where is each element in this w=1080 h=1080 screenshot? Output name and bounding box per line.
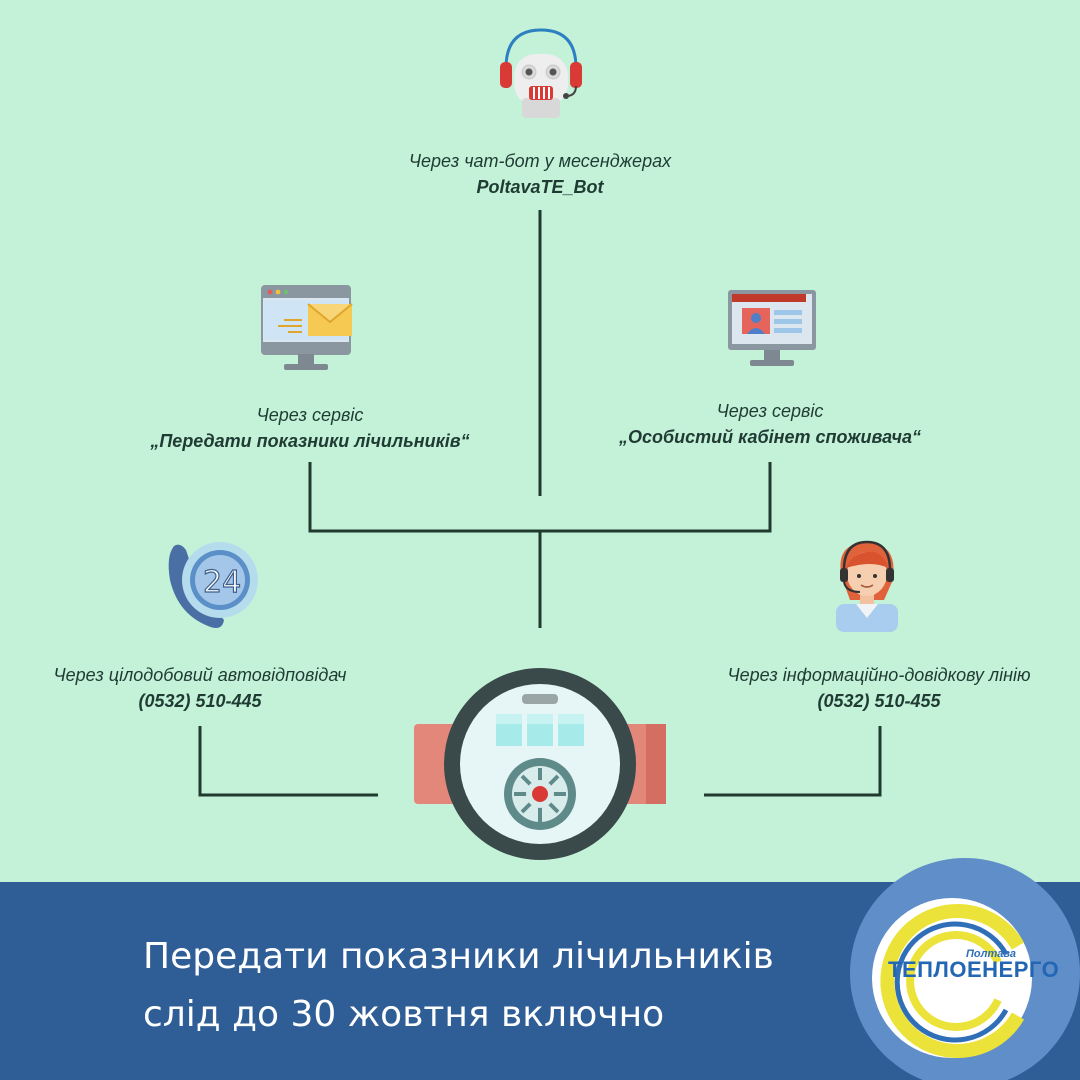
chatbot-bot-name: PoltavaTE_Bot [476, 177, 604, 197]
meter-service-name: „Передати показники лічильників“ [150, 431, 470, 451]
meter-service-caption: Через сервіс „Передати показники лічильн… [100, 402, 520, 454]
water-meter-icon [414, 668, 666, 860]
cabinet-service-caption: Через сервіс „Особистий кабінет споживач… [560, 398, 980, 450]
connector-info-line [704, 726, 882, 797]
deadline-line-1: Передати показники лічильників [143, 936, 774, 977]
meter-service-label: Через сервіс [256, 405, 364, 425]
chatbot-caption: Через чат-бот у месенджерах PoltavaTE_Bo… [340, 148, 740, 200]
autoresponder-phone: (0532) 510-445 [138, 691, 262, 711]
clock-24-mark: 24 [203, 565, 241, 600]
logo-name: ТЕПЛОЕНЕРГО [888, 957, 1060, 982]
info-line-phone: (0532) 510-455 [817, 691, 941, 711]
monitor-profile-icon [728, 290, 816, 366]
cabinet-service-label: Через сервіс [716, 401, 824, 421]
deadline-text: Передати показники лічильників слід до 3… [143, 928, 774, 1044]
logo-city: Полтава [966, 948, 1016, 960]
autoresponder-caption: Через цілодобовий автовідповідач (0532) … [14, 662, 386, 714]
chatbot-label: Через чат-бот у месенджерах [408, 151, 672, 171]
cabinet-service-name: „Особистий кабінет споживача“ [618, 427, 922, 447]
monitor-envelope-icon [261, 285, 353, 370]
company-logo [850, 858, 1080, 1080]
robot-headset-icon [500, 28, 582, 118]
operator-headset-icon [836, 540, 898, 632]
deadline-line-2: слід до 30 жовтня включно [143, 994, 665, 1035]
phone-24-icon: 24 [168, 542, 258, 628]
info-line-caption: Через інформаційно-довідкову лінію (0532… [684, 662, 1074, 714]
autoresponder-label: Через цілодобовий автовідповідач [53, 665, 347, 685]
info-line-label: Через інформаційно-довідкову лінію [727, 665, 1031, 685]
connector-autoresponder [198, 726, 378, 797]
